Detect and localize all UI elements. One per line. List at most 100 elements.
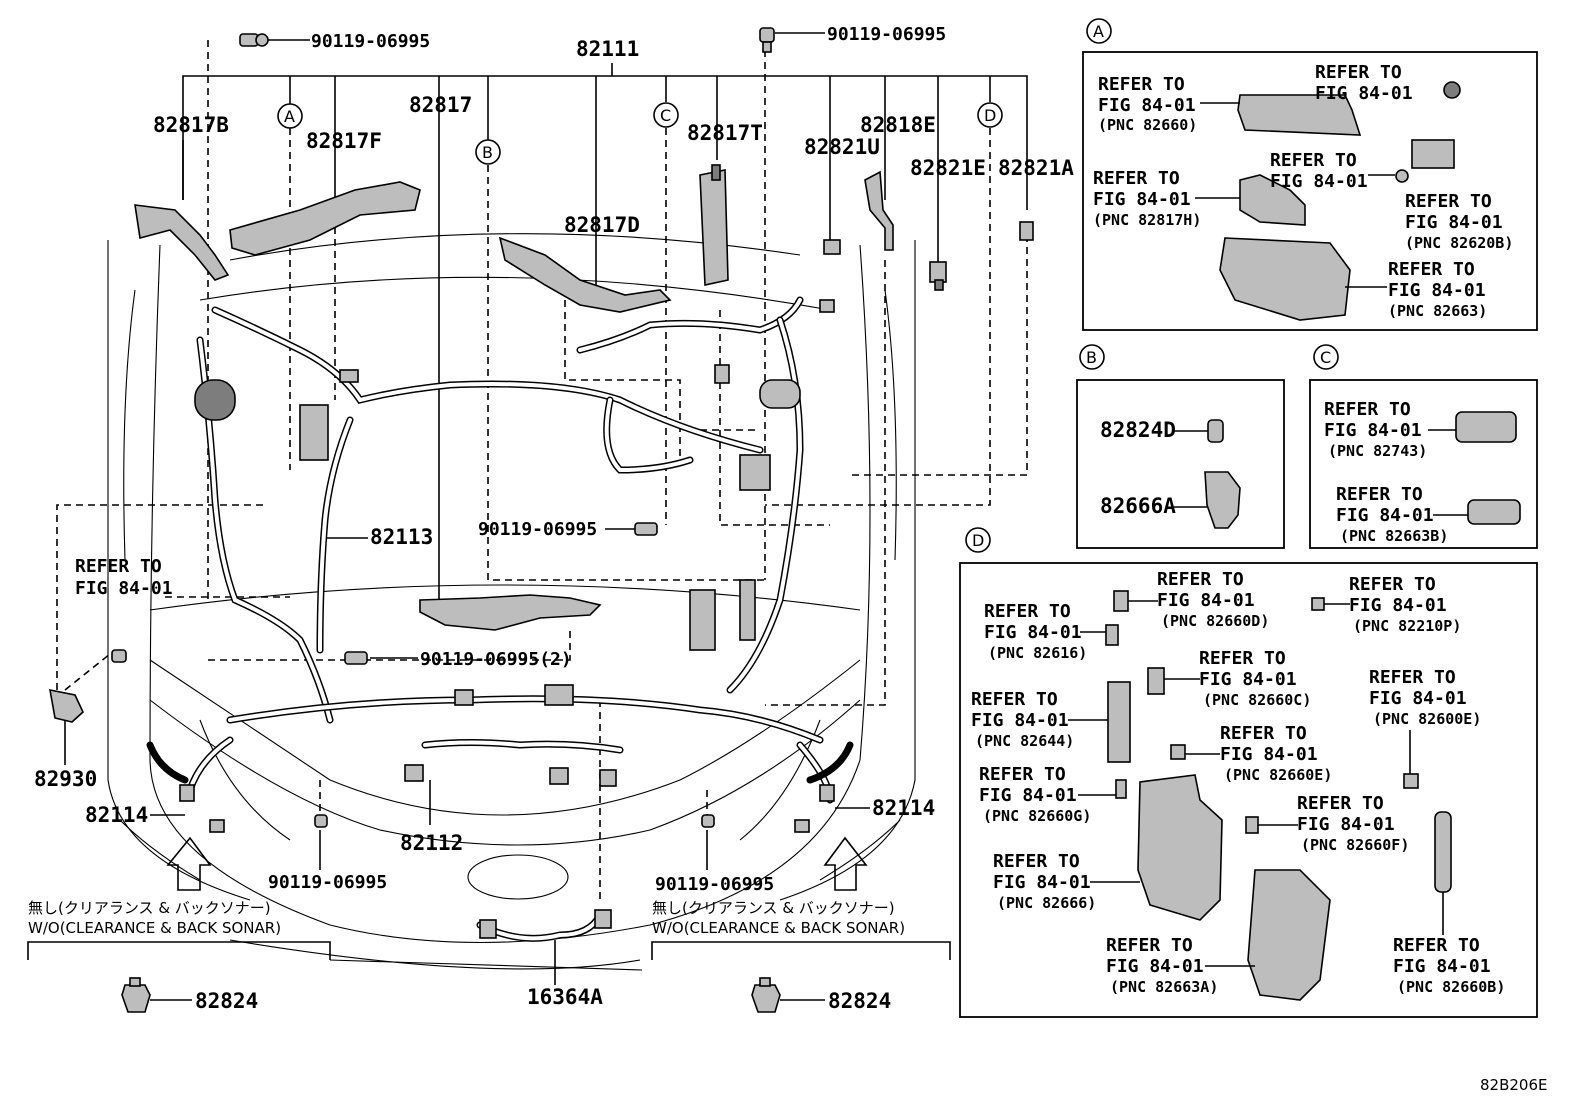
marker-d-detail: D — [965, 527, 991, 553]
svg-text:FIG 84-01: FIG 84-01 — [1157, 590, 1255, 611]
bolt-label-bottom-left: 90119-06995 — [268, 872, 387, 893]
label-82818E: 82818E — [860, 113, 936, 137]
wire-harness-82111 — [146, 296, 854, 942]
label-82817B: 82817B — [153, 113, 229, 137]
svg-text:REFER TO: REFER TO — [971, 689, 1058, 710]
svg-text:FIG 84-01: FIG 84-01 — [1405, 212, 1503, 233]
marker-a-main: A — [277, 103, 303, 129]
svg-text:FIG 84-01: FIG 84-01 — [1388, 280, 1486, 301]
svg-text:D: D — [972, 531, 984, 550]
svg-text:REFER TO: REFER TO — [1388, 259, 1475, 280]
svg-text:B: B — [482, 143, 493, 162]
svg-text:FIG 84-01: FIG 84-01 — [1220, 744, 1318, 765]
diagram-code: 82B206E — [1480, 1076, 1548, 1094]
label-82817D: 82817D — [564, 213, 640, 237]
label-82666A: 82666A — [1100, 494, 1176, 518]
svg-text:REFER TO: REFER TO — [1157, 569, 1244, 590]
svg-text:REFER TO: REFER TO — [1393, 935, 1480, 956]
svg-text:REFER TO: REFER TO — [1369, 667, 1456, 688]
label-82817F: 82817F — [306, 129, 382, 153]
svg-text:FIG 84-01: FIG 84-01 — [1315, 83, 1413, 104]
svg-text:(PNC 82660C): (PNC 82660C) — [1203, 691, 1311, 709]
svg-text:REFER TO: REFER TO — [1220, 723, 1307, 744]
without-note-left-jp: 無し(クリアランス & バックソナー) — [28, 899, 271, 917]
svg-text:REFER TO: REFER TO — [984, 601, 1071, 622]
svg-text:REFER TO: REFER TO — [1324, 399, 1411, 420]
bolt-label-top-left: 90119-06995 — [311, 31, 430, 52]
svg-text:(PNC 82817H): (PNC 82817H) — [1093, 211, 1201, 229]
svg-text:(PNC 82666): (PNC 82666) — [997, 894, 1096, 912]
svg-text:C: C — [660, 106, 671, 125]
detail-markers: A B C D A B C D — [277, 18, 1339, 553]
svg-text:FIG 84-01: FIG 84-01 — [1349, 595, 1447, 616]
svg-text:FIG 84-01: FIG 84-01 — [1093, 189, 1191, 210]
svg-text:REFER TO: REFER TO — [979, 764, 1066, 785]
svg-text:(PNC 82660B): (PNC 82660B) — [1397, 978, 1505, 996]
svg-text:(PNC 82663A): (PNC 82663A) — [1110, 978, 1218, 996]
without-note-left-en: W/O(CLEARANCE & BACK SONAR) — [28, 919, 281, 937]
svg-text:(PNC 82663B): (PNC 82663B) — [1340, 527, 1448, 545]
svg-text:FIG 84-01: FIG 84-01 — [1297, 814, 1395, 835]
label-82113: 82113 — [370, 525, 433, 549]
clip-82824-icons — [121, 977, 781, 1013]
svg-text:(PNC 82660G): (PNC 82660G) — [983, 807, 1091, 825]
refer-left-line2: FIG 84-01 — [75, 578, 173, 599]
bolt-label-mid: 90119-06995 — [478, 519, 597, 540]
bolt-label-mid-x2: 90119-06995(2) — [420, 649, 572, 670]
svg-text:D: D — [984, 106, 996, 125]
label-82821A: 82821A — [998, 156, 1074, 180]
marker-b-detail: B — [1079, 344, 1105, 370]
svg-text:FIG 84-01: FIG 84-01 — [993, 872, 1091, 893]
svg-text:(PNC 82644): (PNC 82644) — [975, 732, 1074, 750]
svg-text:REFER TO: REFER TO — [1297, 793, 1384, 814]
leader-lines — [27, 32, 1028, 1001]
svg-text:(PNC 82600E): (PNC 82600E) — [1373, 710, 1481, 728]
svg-text:A: A — [284, 107, 295, 126]
label-82824D: 82824D — [1100, 418, 1176, 442]
svg-text:FIG 84-01: FIG 84-01 — [1199, 669, 1297, 690]
svg-text:C: C — [1320, 348, 1331, 367]
connector-blocks — [179, 299, 835, 939]
svg-text:REFER TO: REFER TO — [1106, 935, 1193, 956]
marker-a-detail: A — [1086, 18, 1112, 44]
svg-text:(PNC 82620B): (PNC 82620B) — [1405, 234, 1513, 252]
label-82821E: 82821E — [910, 156, 986, 180]
label-82817: 82817 — [409, 93, 472, 117]
svg-text:FIG 84-01: FIG 84-01 — [1336, 505, 1434, 526]
svg-text:FIG 84-01: FIG 84-01 — [1369, 688, 1467, 709]
svg-text:(PNC 82660D): (PNC 82660D) — [1161, 612, 1269, 630]
svg-text:(PNC 82616): (PNC 82616) — [988, 644, 1087, 662]
marker-c-main: C — [653, 102, 679, 128]
svg-text:REFER TO: REFER TO — [1405, 191, 1492, 212]
svg-text:FIG 84-01: FIG 84-01 — [971, 710, 1069, 731]
svg-text:(PNC 82660E): (PNC 82660E) — [1224, 766, 1332, 784]
label-82824-left: 82824 — [195, 989, 258, 1013]
svg-text:(PNC 82663): (PNC 82663) — [1388, 302, 1487, 320]
svg-text:FIG 84-01: FIG 84-01 — [1324, 420, 1422, 441]
svg-text:REFER TO: REFER TO — [1098, 74, 1185, 95]
marker-b-main: B — [475, 139, 501, 165]
svg-text:REFER TO: REFER TO — [1199, 648, 1286, 669]
svg-text:FIG 84-01: FIG 84-01 — [1106, 956, 1204, 977]
svg-text:FIG 84-01: FIG 84-01 — [1270, 171, 1368, 192]
label-82111: 82111 — [576, 37, 639, 61]
bolt-icons — [111, 27, 775, 828]
svg-text:REFER TO: REFER TO — [993, 851, 1080, 872]
label-82114-right: 82114 — [872, 796, 935, 820]
refer-left-line1: REFER TO — [75, 556, 162, 577]
svg-text:REFER TO: REFER TO — [1315, 62, 1402, 83]
